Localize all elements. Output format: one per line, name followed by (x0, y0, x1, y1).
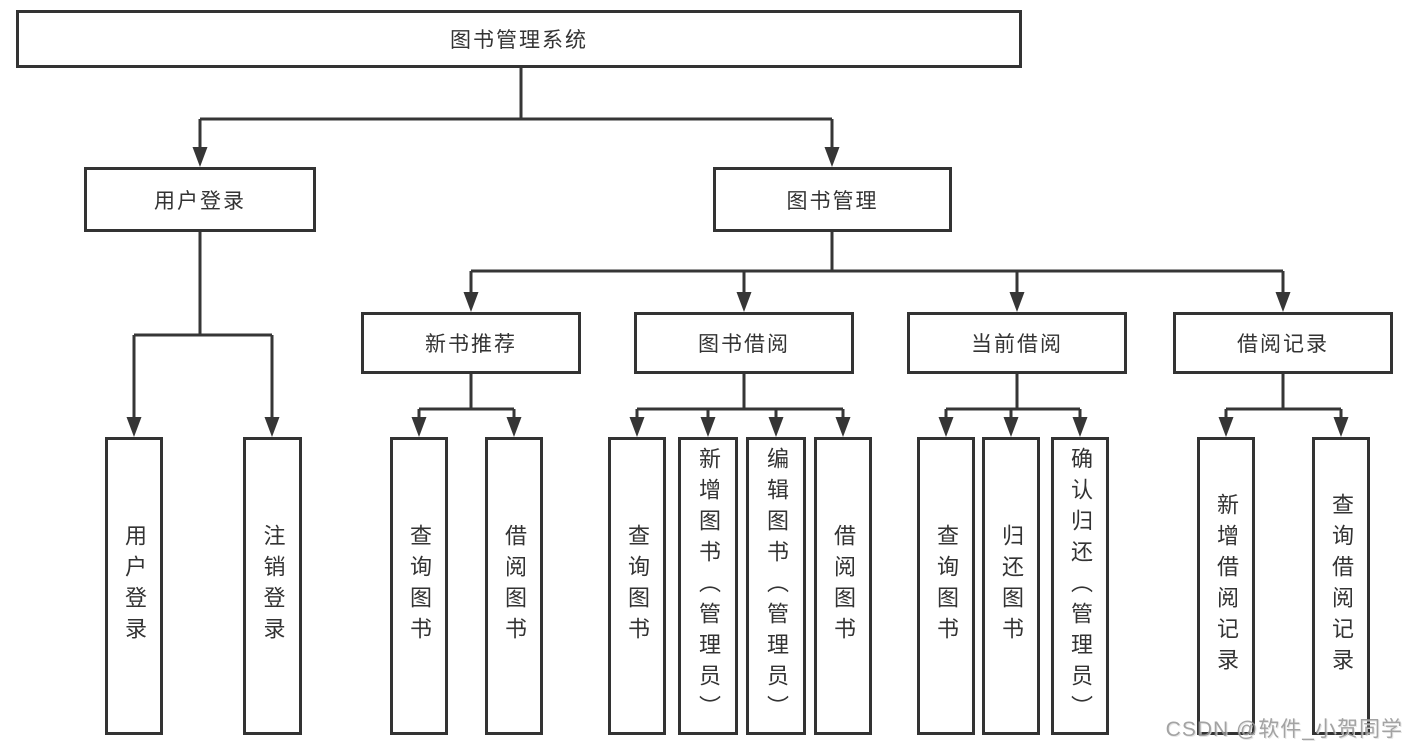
node-logout-leaf: 注销登录 (243, 437, 302, 735)
node-user-login: 用户登录 (84, 167, 316, 232)
node-current-borrow: 当前借阅 (907, 312, 1127, 374)
node-query-book-3: 查询图书 (917, 437, 975, 735)
node-borrow-book-1: 借阅图书 (485, 437, 543, 735)
node-book-borrow: 图书借阅 (634, 312, 854, 374)
node-add-book-admin: 新增图书（管理员） (678, 437, 738, 735)
node-borrow-record: 借阅记录 (1173, 312, 1393, 374)
node-book-management: 图书管理 (713, 167, 952, 232)
node-root: 图书管理系统 (16, 10, 1022, 68)
node-new-book-recommend: 新书推荐 (361, 312, 581, 374)
node-edit-book-admin: 编辑图书（管理员） (746, 437, 806, 735)
csdn-watermark: CSDN @软件_小贺同学 (1165, 718, 1403, 741)
node-query-book-1: 查询图书 (390, 437, 448, 735)
node-borrow-book-2: 借阅图书 (814, 437, 872, 735)
node-query-borrow-record: 查询借阅记录 (1312, 437, 1370, 735)
node-add-borrow-record: 新增借阅记录 (1197, 437, 1255, 735)
node-user-login-leaf: 用户登录 (105, 437, 163, 735)
node-return-book: 归还图书 (982, 437, 1040, 735)
node-confirm-return-admin: 确认归还（管理员） (1051, 437, 1109, 735)
node-query-book-2: 查询图书 (608, 437, 666, 735)
